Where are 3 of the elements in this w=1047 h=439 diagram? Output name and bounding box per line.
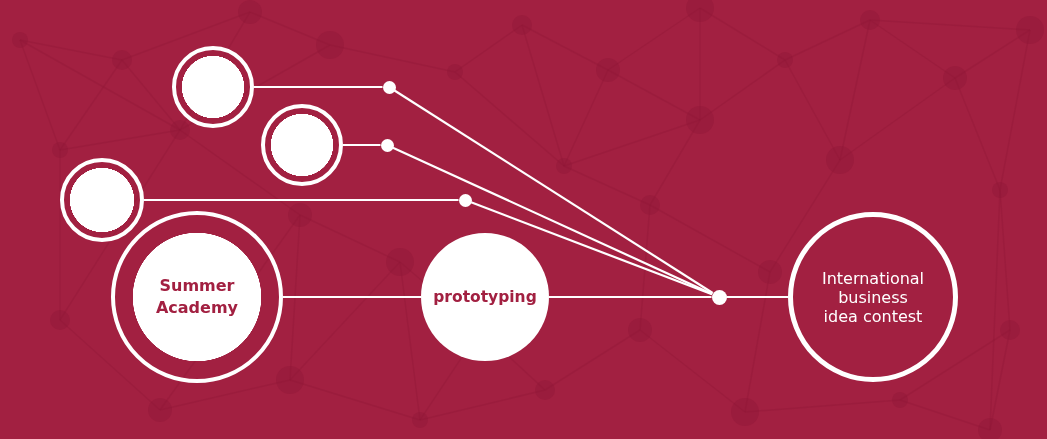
- node-label: Summer Academy: [154, 275, 240, 319]
- node-label: prototyping: [432, 287, 538, 308]
- node-label: International business idea contest: [820, 268, 926, 326]
